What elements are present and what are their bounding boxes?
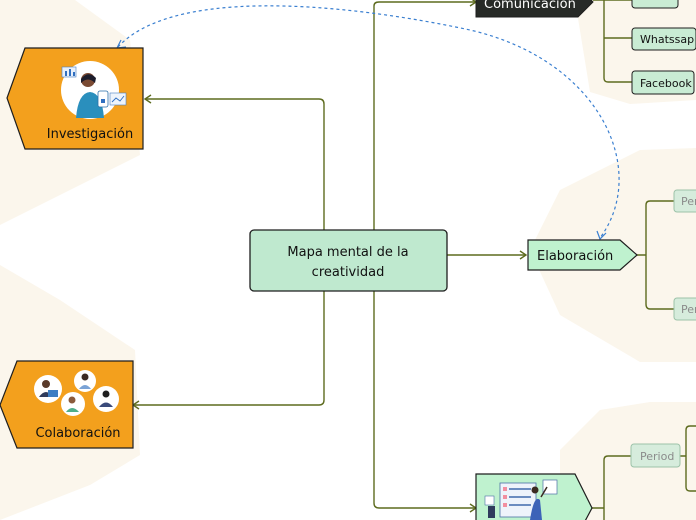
arrow-comunicacion — [469, 0, 478, 7]
node-elaboracion[interactable]: Elaboración — [527, 239, 638, 271]
leaf-periodo-top-label: Peri — [681, 195, 696, 208]
dashed-relationship — [115, 5, 620, 241]
connector-lower-children — [592, 455, 631, 520]
leaf-whatssap[interactable]: Whatssap — [631, 27, 696, 51]
dashed-arrow-end — [596, 230, 607, 241]
node-investigacion-label: Investigación — [47, 127, 133, 142]
leaf-facebook[interactable]: Facebook — [631, 70, 695, 95]
node-lower[interactable] — [475, 473, 593, 520]
node-colaboracion-label: Colaboración — [35, 426, 120, 441]
node-comunicacion-label: Comunicación — [484, 0, 576, 12]
connector-to-investigacion — [146, 98, 325, 230]
leaf-periodo-bottom[interactable]: Peri — [673, 297, 696, 321]
central-node[interactable]: Mapa mental de la creatividad — [249, 229, 448, 292]
node-investigacion[interactable]: Investigación — [6, 47, 144, 150]
leaf-top-clipped[interactable] — [631, 0, 679, 9]
researcher-illustration-icon — [61, 61, 127, 119]
arrow-elaboracion — [519, 250, 528, 260]
leaf-periodo-top[interactable]: Peri — [673, 189, 696, 213]
leaf-periodo-bottom-label: Peri — [681, 303, 696, 316]
leaf-period-lower-label: Period — [640, 450, 674, 463]
central-node-line1: Mapa mental de la — [287, 245, 408, 260]
team-collaboration-illustration-icon — [34, 370, 119, 416]
connector-comunicacion-children — [593, 0, 632, 83]
leaf-facebook-label: Facebook — [640, 77, 692, 90]
checklist-illustration-icon — [484, 479, 558, 520]
connectors — [134, 0, 696, 520]
node-colaboracion[interactable]: Colaboración — [0, 360, 134, 449]
region-bottom-right — [560, 402, 696, 520]
connector-to-colaboracion — [134, 291, 325, 406]
leaf-period-lower[interactable]: Period — [630, 443, 681, 468]
node-elaboracion-label: Elaboración — [537, 249, 613, 264]
connector-period-children — [680, 425, 696, 492]
connector-to-comunicacion — [373, 1, 476, 230]
leaf-whatssap-label: Whatssap — [640, 33, 694, 46]
connector-to-lower-node — [373, 291, 476, 509]
node-comunicacion[interactable]: Comunicación — [475, 0, 594, 18]
connector-elaboracion-children — [637, 200, 674, 310]
arrow-investigacion — [143, 94, 152, 104]
central-node-line2: creatividad — [312, 265, 385, 280]
